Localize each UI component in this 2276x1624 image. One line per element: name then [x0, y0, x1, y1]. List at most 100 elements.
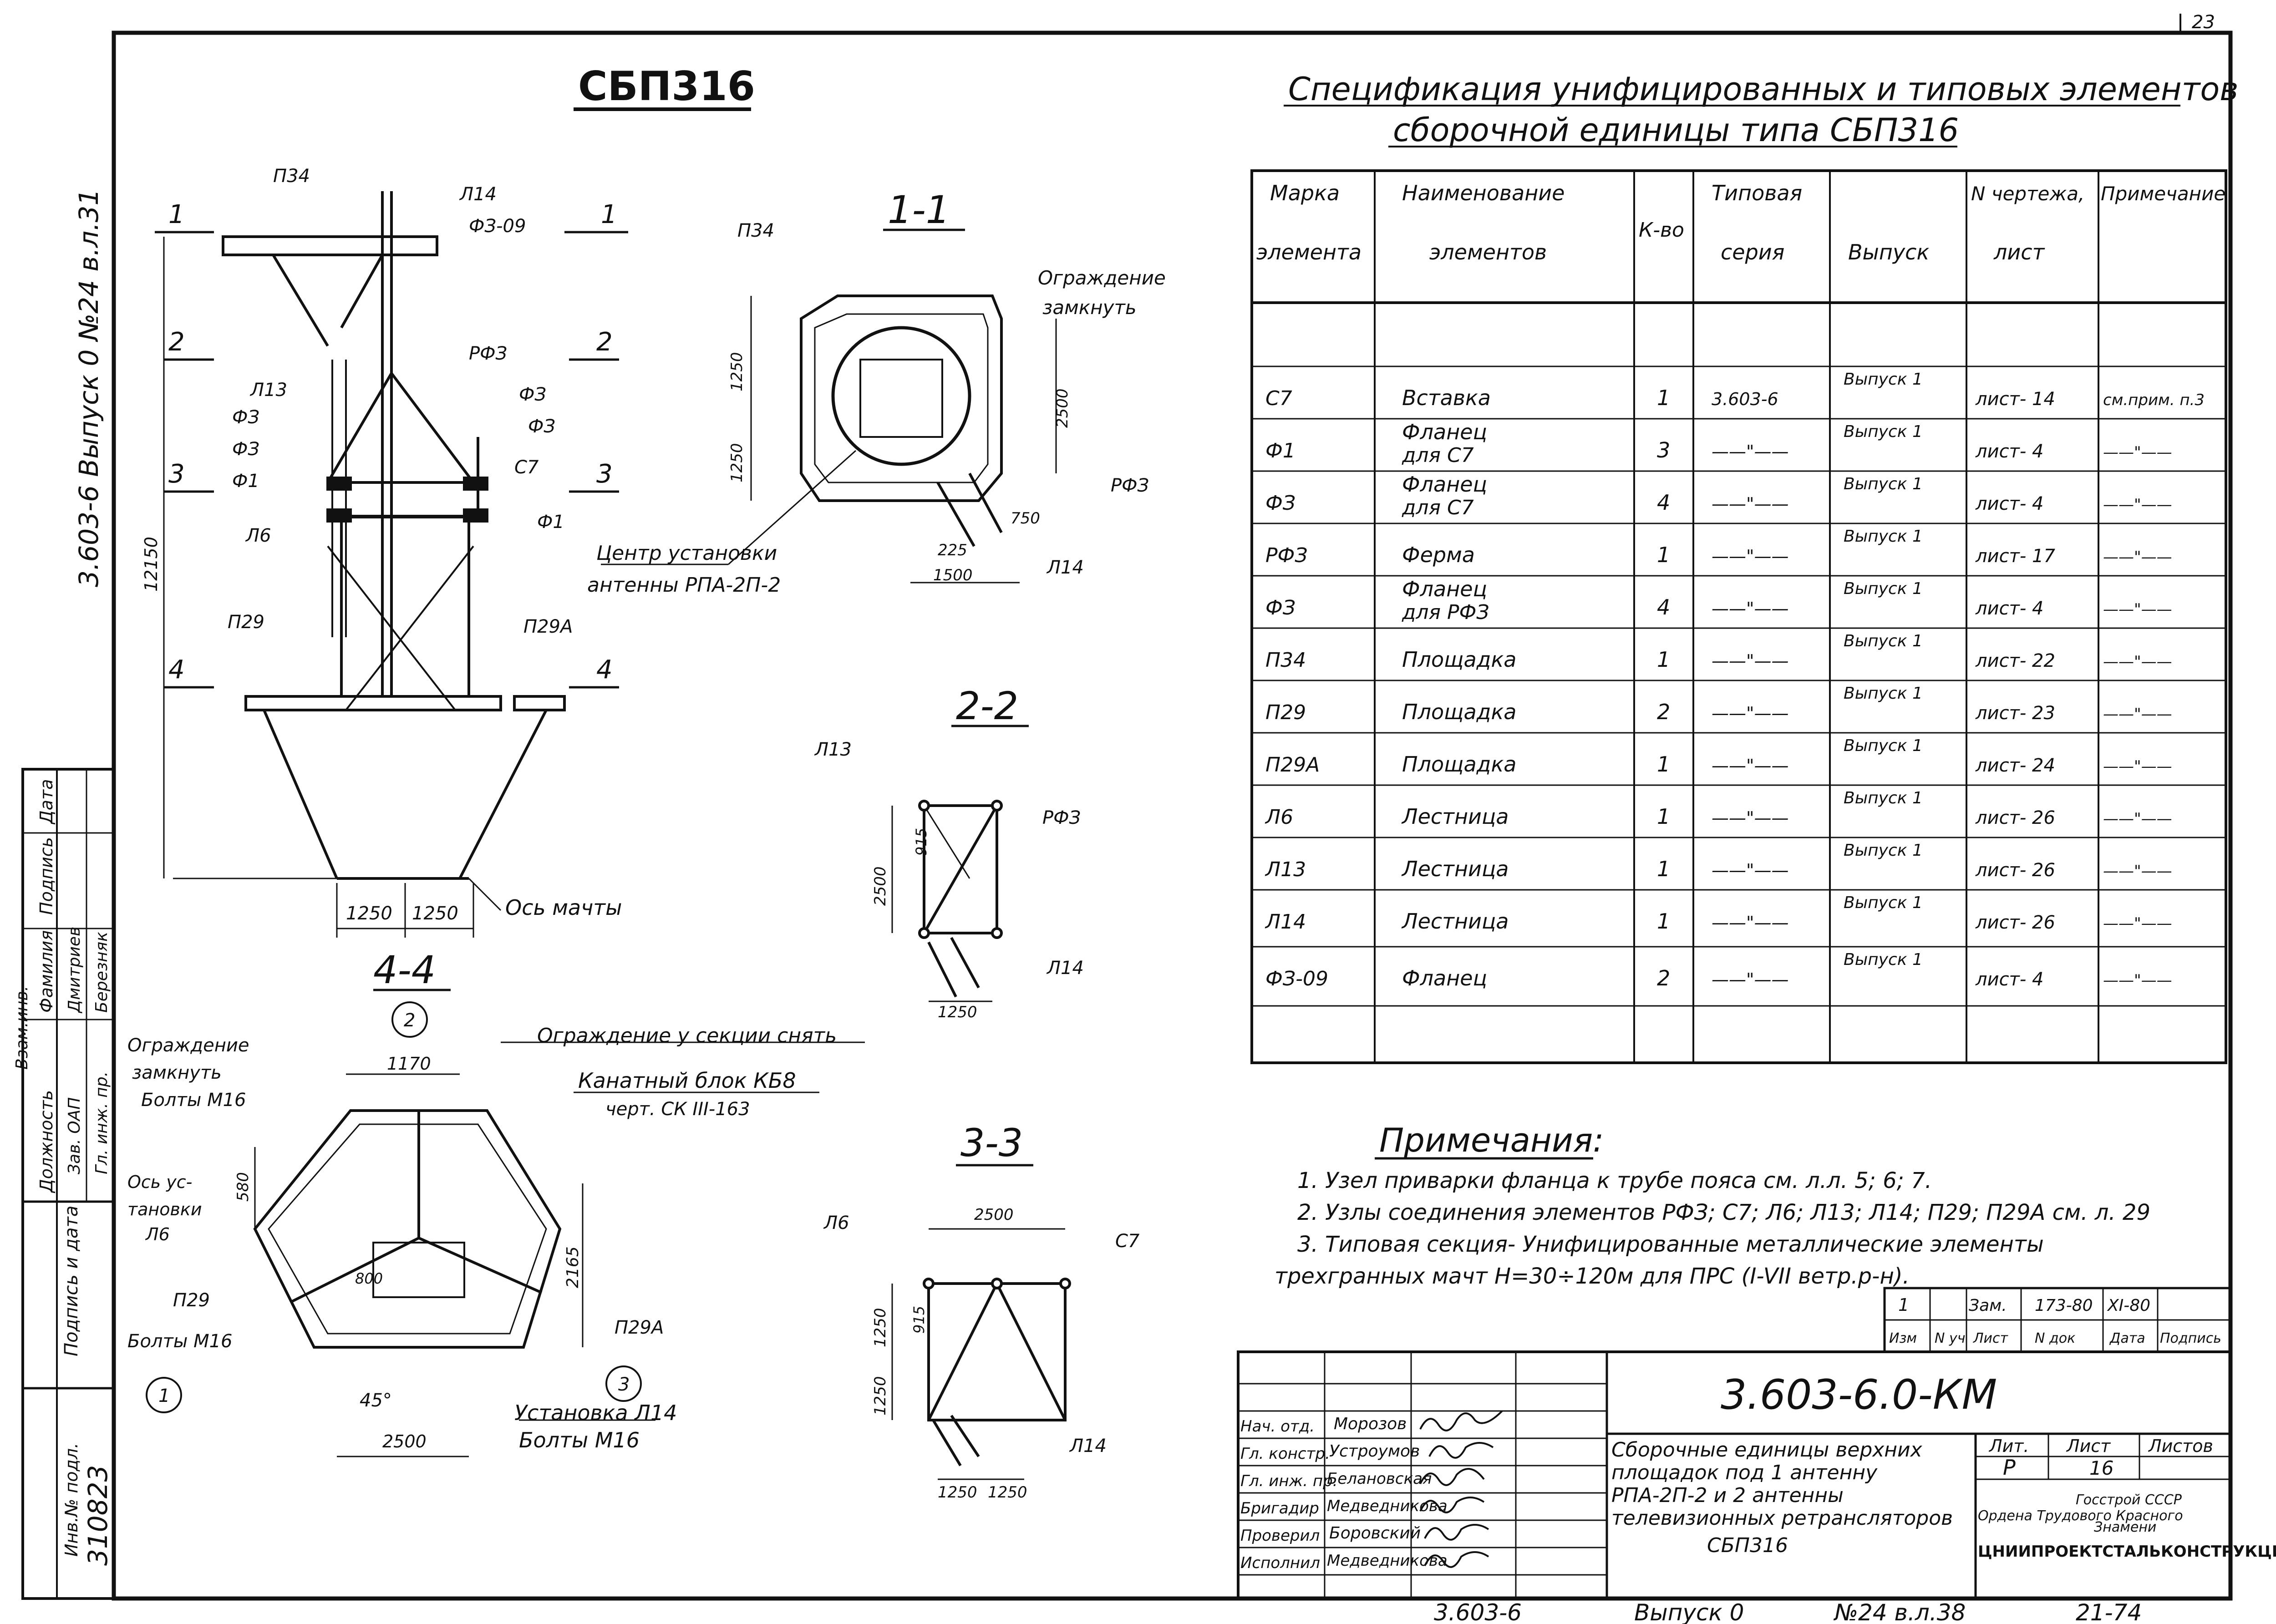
ladder-l14: [950, 1415, 980, 1457]
chord-node: [1059, 1278, 1071, 1289]
label-fence: Ограждение: [127, 1035, 249, 1056]
spec-cell-series: ——"——: [1712, 808, 1788, 828]
spec-cell-sheet: лист- 4: [1975, 598, 2043, 619]
label-p29: П29: [228, 612, 264, 633]
section-diagonal: [927, 1283, 998, 1421]
label-f1-b: Ф1: [537, 512, 564, 533]
dim-2165: 2165: [564, 1246, 582, 1288]
spec-cell-issue: Выпуск 1: [1844, 527, 1923, 546]
name-2: Устроумов: [1329, 1442, 1420, 1461]
approval-post-2: Гл. инж. пр.: [92, 1071, 111, 1174]
label-l13: Л13: [249, 380, 287, 401]
org-1: Госстрой СССР: [2076, 1492, 2182, 1508]
spec-cell-qty: 3: [1657, 438, 1670, 462]
spec-cell-name: Фланец: [1402, 420, 1487, 444]
label-rf3: РФЗ: [1111, 475, 1149, 496]
spec-cell-name: Лестница: [1401, 857, 1509, 881]
bottom-stamp-date: 21-74: [2076, 1599, 2142, 1624]
spec-cell-sheet: лист- 26: [1975, 807, 2055, 828]
spec-cell-series: ——"——: [1712, 969, 1788, 990]
label-c7: С7: [1115, 1231, 1140, 1252]
spec-cell-name: Лестница: [1401, 909, 1509, 934]
sector-divider: [418, 1237, 543, 1294]
bottom-stamp-series: 3.603-6: [1434, 1599, 1522, 1624]
dim-angle: 45°: [360, 1390, 392, 1411]
approval-header-name: Фамилия: [36, 930, 56, 1013]
antenna-ring: [831, 326, 971, 466]
label-f3-c: ФЗ: [232, 439, 259, 460]
height-value: 12150: [141, 537, 161, 592]
elevation-view: СБП316: [155, 63, 856, 938]
diag: [327, 545, 456, 711]
sheets-label: Листов: [2148, 1436, 2213, 1456]
title-block-grid: [1237, 1350, 2232, 1600]
revision-header-4: N док: [2035, 1330, 2075, 1346]
spec-cell-series: ——"——: [1712, 860, 1788, 880]
dim-1170: 1170: [387, 1054, 431, 1074]
lower-platform-p29a: [513, 695, 566, 711]
spec-cell-series: ——"——: [1712, 442, 1788, 462]
spec-cell-sheet: лист- 4: [1975, 441, 2043, 462]
label-bolts: Болты М16: [141, 1090, 246, 1111]
signature-6: [1424, 1551, 1489, 1568]
elevation-labels: П34 Л14 ФЗ-09 РФЗ Л13 ФЗ ФЗ ФЗ ФЗ Ф1 С7 …: [141, 166, 781, 924]
spec-cell-series: ——"——: [1712, 913, 1788, 933]
spec-title-2: сборочной единицы типа СБП316: [1393, 112, 1959, 149]
spec-header-mark-2: элемента: [1256, 240, 1362, 264]
dim-1250-d: 1250: [988, 1483, 1027, 1502]
ladder-l14: [968, 472, 1003, 533]
sheet-label: Лист: [2066, 1436, 2111, 1456]
spec-cell-qty: 1: [1657, 386, 1670, 410]
spec-cell-issue: Выпуск 1: [1844, 841, 1923, 860]
spec-cell-sheet: лист- 22: [1975, 650, 2055, 671]
callout-3-num: 3: [618, 1374, 630, 1395]
spec-cell-issue: Выпуск 1: [1844, 579, 1923, 598]
spec-cell-mark: Л13: [1265, 858, 1306, 881]
flange: [463, 477, 488, 491]
spec-cell-issue: Выпуск 1: [1844, 370, 1923, 389]
cut-mark-1-left: 1: [168, 200, 185, 229]
section-title-2-2: 2-2: [956, 684, 1018, 728]
spec-table-header: Марка элемента Наименование элементов К-…: [1256, 181, 2225, 264]
spec-title-1: Спецификация унифицированных и типовых э…: [1288, 71, 2238, 108]
section-1-1: [750, 228, 1057, 584]
spec-header-drawing: N чертежа,: [1971, 183, 2084, 205]
spec-cell-sheet: лист- 4: [1975, 493, 2043, 514]
span-right: 1250: [412, 903, 458, 924]
label-l14-install: Установка Л14: [514, 1401, 677, 1425]
callout-2: [391, 1001, 428, 1038]
revision-value-4: XI-80: [2107, 1296, 2150, 1315]
ladder-l14: [950, 937, 980, 989]
note-4: трехгранных мачт Н=30÷120м для ПРС (I-VI…: [1275, 1264, 1910, 1289]
label-axis-l6-3: Л6: [145, 1224, 170, 1244]
spec-cell-name-line2: для С7: [1402, 444, 1474, 467]
spec-cell-series: ——"——: [1712, 599, 1788, 619]
spec-cell-note: ——"——: [2103, 757, 2172, 776]
flange: [326, 477, 352, 491]
top-stamp: 3.603-6 Выпуск 0 №24 в.л.31: [73, 189, 104, 587]
spec-cell-name: Площадка: [1402, 700, 1516, 724]
dim-800: 800: [355, 1270, 383, 1287]
dim-2500: 2500: [1053, 388, 1072, 428]
spec-cell-name: Фланец: [1402, 472, 1487, 497]
bottom-stamp-issue: Выпуск 0: [1634, 1599, 1744, 1624]
spec-cell-note: см.прим. п.3: [2103, 391, 2205, 409]
label-bolts-3: Болты М16: [519, 1428, 640, 1452]
section-2-2-labels: 2-2 Л13 РФЗ Л14 915 2500 1250: [814, 684, 1084, 1021]
label-rf3: РФЗ: [469, 343, 507, 364]
spec-cell-series: ——"——: [1712, 756, 1788, 776]
dim-1250-c: 1250: [938, 1483, 977, 1502]
section-4-4: [146, 989, 865, 1457]
spec-cell-qty: 1: [1657, 909, 1670, 934]
spec-cell-series: ——"——: [1712, 494, 1788, 514]
signature-5: [1424, 1524, 1489, 1541]
label-p29a: П29А: [523, 616, 573, 637]
role-2: Гл. констр.: [1240, 1445, 1330, 1463]
section-3-3-labels: 3-3 Л6 С7 Л14 2500 915 1250 1250 1250 12…: [823, 1121, 1140, 1502]
dim-1250: 1250: [938, 1003, 977, 1021]
spec-header-series-2: серия: [1721, 240, 1784, 264]
center-note-1: Центр установки: [596, 542, 777, 565]
approval-header-sign: Подпись: [36, 837, 56, 915]
truss: [326, 372, 393, 483]
callout-2-num: 2: [404, 1010, 415, 1031]
